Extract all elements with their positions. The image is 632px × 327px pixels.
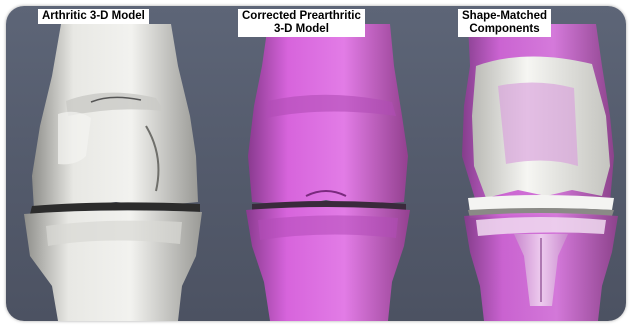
shape-matched-components-model bbox=[462, 24, 618, 321]
knee-models-render bbox=[6, 6, 626, 321]
arthritic-model-label: Arthritic 3-D Model bbox=[38, 9, 149, 24]
image-frame: Arthritic 3-D Model Corrected Prearthrit… bbox=[6, 6, 626, 321]
shape-matched-label: Shape-Matched Components bbox=[458, 9, 551, 37]
corrected-model-label: Corrected Prearthritic 3-D Model bbox=[238, 9, 365, 37]
corrected-knee-model bbox=[246, 24, 410, 321]
arthritic-knee-model bbox=[24, 24, 202, 321]
